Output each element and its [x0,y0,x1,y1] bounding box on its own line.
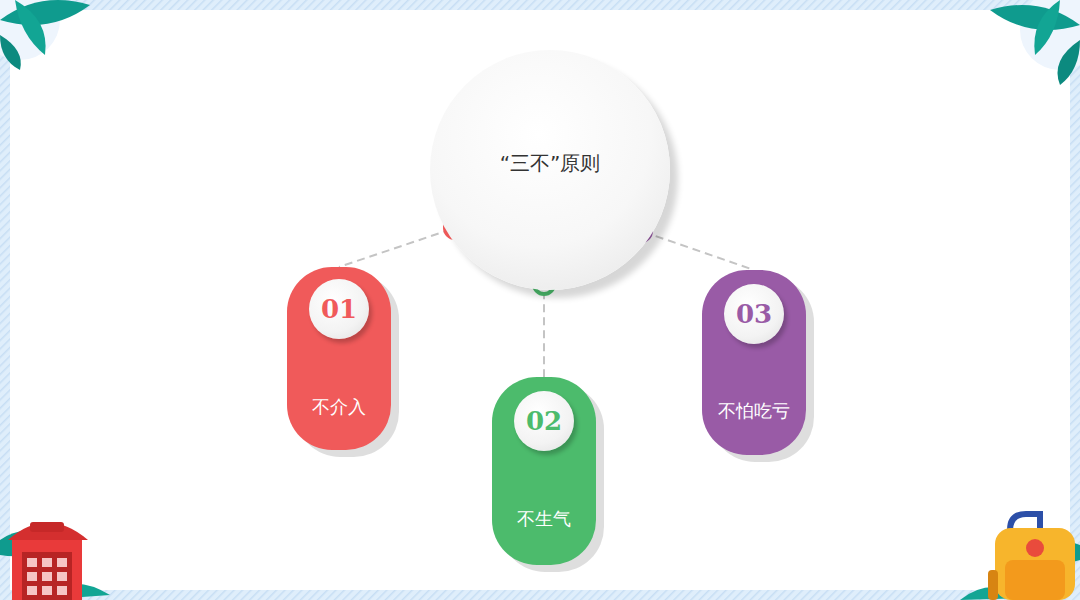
callout-number: 03 [724,284,784,344]
principle-pill: 03 不怕吃亏 [702,270,806,455]
principle-label: 不介入 [287,395,391,419]
dashed-connector [339,228,455,267]
dashed-connector [543,284,545,377]
backpack [988,514,1075,600]
phone-booth [8,522,88,600]
principle-label: 不怕吃亏 [702,399,806,423]
central-circle: “三不”原则 [430,50,670,290]
principle-pill: 01 不介入 [287,267,391,450]
callout-number: 01 [309,279,369,339]
principle-label: 不生气 [492,507,596,531]
principle-pill: 02 不生气 [492,377,596,565]
title-text: “三不”原则 [430,150,670,177]
dashed-connector [641,231,754,270]
callout-number: 02 [514,391,574,451]
